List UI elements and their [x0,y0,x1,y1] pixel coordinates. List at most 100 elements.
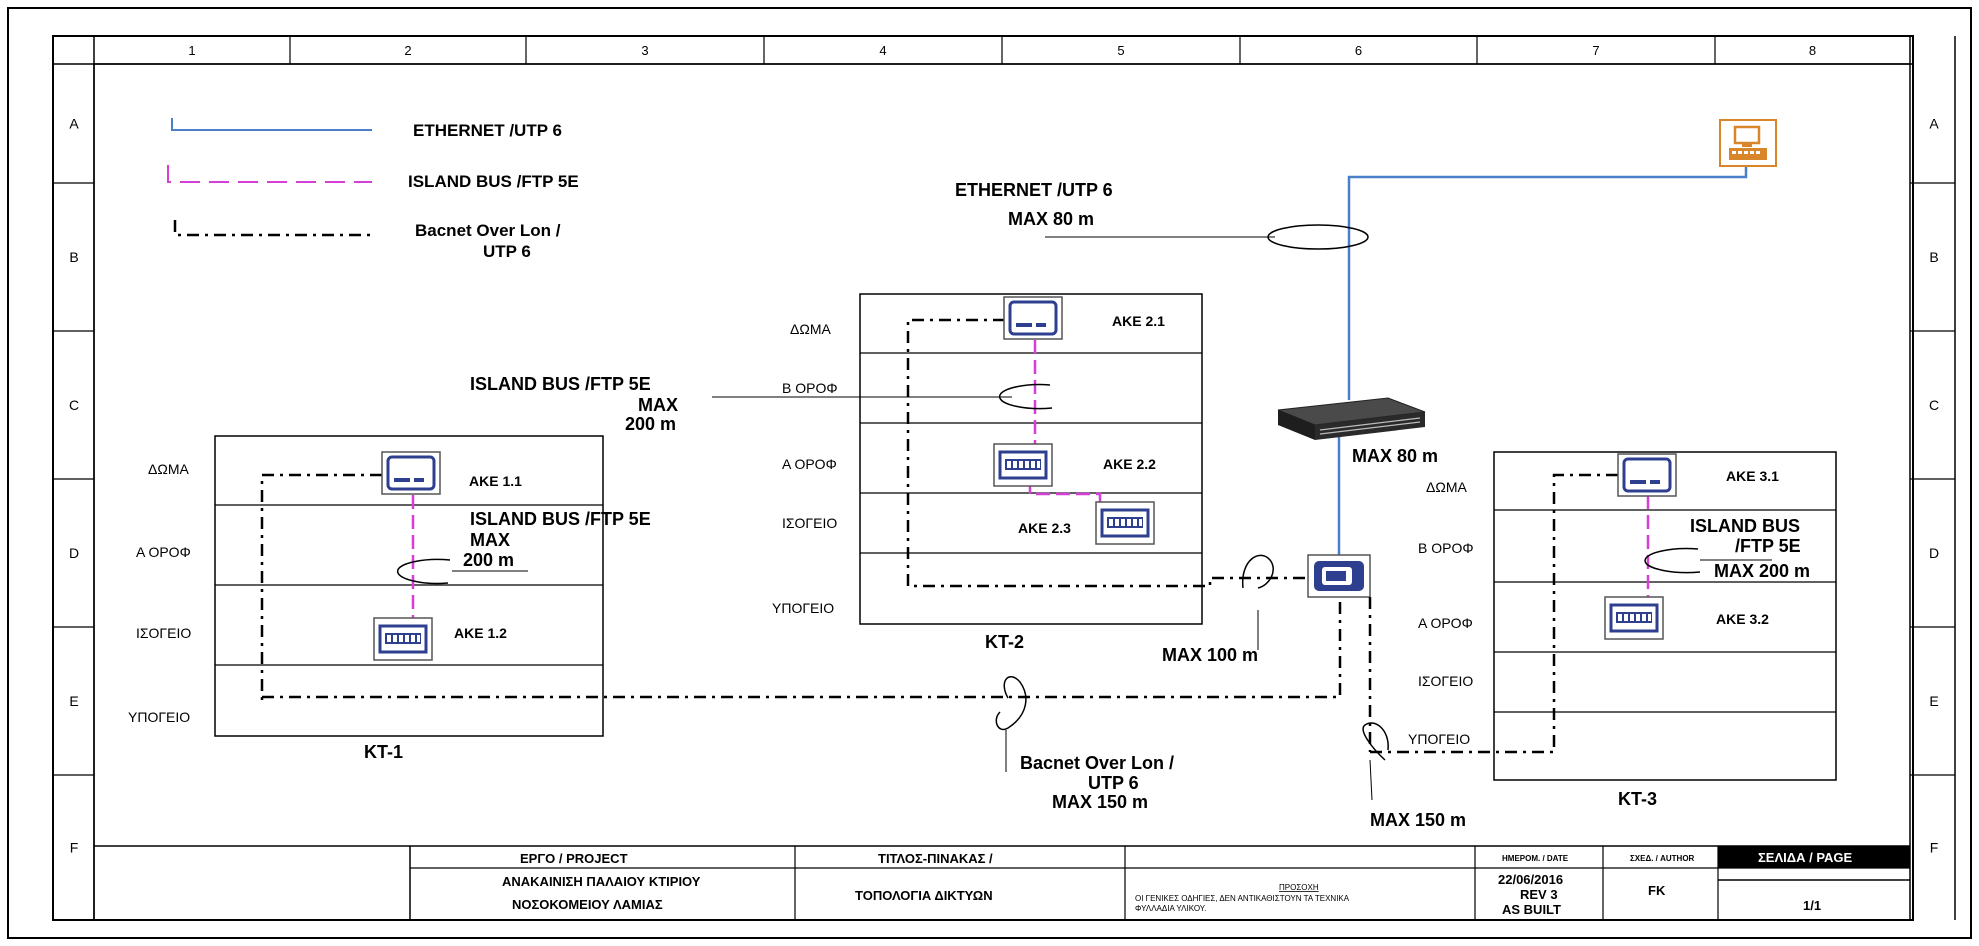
kt3-island-bus-marker [1644,547,1701,574]
kt2-island-label-2: MAX [638,395,678,415]
io-module-icon [992,442,1054,488]
title-note-line-1: ΟΙ ΓΕΝΙΚΕΣ ΟΔΗΓΙΕΣ, ΔΕΝ ΑΝΤΙΚΑΘΙΣΤΟΥΝ ΤΑ… [1135,894,1350,903]
kt1-building-name: KT-1 [364,742,403,762]
kt2-island-label-3: 200 m [625,414,676,434]
title-drawing-header: ΤΙΤΛΟΣ-ΠΙΝΑΚΑΣ / [878,851,993,866]
max150-right-leader [1369,759,1373,801]
title-block: ΕΡΓΟ / PROJECT ΑΝΑΚΑΙΝΙΣΗ ΠΑΛΑΙΟΥ ΚΤΙΡΙΟ… [94,845,1910,920]
ethernet-top-label: ETHERNET /UTP 6 [955,180,1113,200]
kt1-floor-ground: ΙΣΟΓΕΙΟ [136,625,191,641]
grid-row-label: E [69,693,78,709]
controller-icon [1616,452,1678,498]
bacnet-backbone [262,597,1372,752]
grid-row-label: E [1929,693,1938,709]
title-drawing-value: ΤΟΠΟΛΟΓΙΑ ΔΙΚΤΥΩΝ [855,888,993,903]
legend: ETHERNET /UTP 6 ISLAND BUS /FTP 5E Bacne… [167,118,579,261]
io-module-icon [1094,500,1156,546]
kt3-device-ake-3-2: AKE 3.2 [1716,611,1769,627]
grid-row-label: C [69,397,79,413]
kt2-floor-basement: ΥΠΟΓΕΙΟ [772,600,834,616]
legend-ethernet-label: ETHERNET /UTP 6 [413,121,562,140]
kt1-device-ake-1-2: AKE 1.2 [454,625,507,641]
grid-column-label: 1 [188,43,195,58]
kt3-island-label-3: MAX 200 m [1714,561,1810,581]
grid-column-label: 8 [1809,43,1816,58]
io-module-icon [1603,595,1665,641]
grid-row-label: A [69,116,79,132]
kt1-floor-roof: ΔΩΜΑ [148,461,189,477]
grid-column-label: 5 [1117,43,1124,58]
grid-column-labels: 1 2 3 4 5 6 7 8 [188,36,1816,64]
legend-island-bus-label: ISLAND BUS /FTP 5E [408,172,579,191]
grid-column-label: 6 [1355,43,1362,58]
grid-column-label: 4 [879,43,886,58]
title-page-value: 1/1 [1803,898,1821,913]
kt2-floor-first: Α ΟΡΟΦ [782,456,837,472]
kt1-island-label-2: MAX [470,530,510,550]
kt2-island-label-1: ISLAND BUS /FTP 5E [470,374,651,394]
legend-bacnet-line [173,220,372,237]
building-kt2: ΔΩΜΑ Β ΟΡΟΦ Α ΟΡΟΦ ΙΣΟΓΕΙΟ ΥΠΟΓΕΙΟ AKE 2… [470,293,1308,652]
kt3-floor-roof: ΔΩΜΑ [1426,479,1467,495]
title-date-line-3: AS BUILT [1502,902,1561,917]
bacnet-kt3-marker [1362,722,1389,761]
title-date-header: ΗΜΕΡΟΜ. / DATE [1502,854,1569,863]
kt3-building-name: KT-3 [1618,789,1657,809]
title-project-line-1: ΑΝΑΚΑΙΝΙΣΗ ΠΑΛΑΙΟΥ ΚΤΙΡΙΟΥ [502,874,701,889]
ethernet-cable-marker [1267,224,1369,250]
kt3-floor-ground: ΙΣΟΓΕΙΟ [1418,673,1473,689]
network-switch-icon [1277,397,1426,440]
grid-column-label: 2 [404,43,411,58]
switch-max-label: MAX 80 m [1352,446,1438,466]
kt2-floor-roof: ΔΩΜΑ [790,321,831,337]
title-date-line-2: REV 3 [1520,887,1558,902]
kt1-bacnet-line [260,473,382,706]
title-project-line-2: ΝΟΣΟΚΟΜΕΙΟΥ ΛΑΜΙΑΣ [512,897,663,912]
controller-icon [1307,554,1371,598]
title-author-header: ΣΧΕΔ. / AUTHOR [1630,854,1695,863]
legend-bacnet-label-1: Bacnet Over Lon / [415,221,561,240]
kt3-island-label-1: ISLAND BUS [1690,516,1800,536]
grid-row-label: D [69,545,79,561]
grid-column-label: 3 [641,43,648,58]
max150-right-label: MAX 150 m [1370,810,1466,830]
computer-workstation-icon [1719,119,1777,167]
building-kt1: ΔΩΜΑ Α ΟΡΟΦ ΙΣΟΓΕΙΟ ΥΠΟΓΕΙΟ AKE 1.1 AKE … [128,435,651,762]
grid-row-label: A [1929,116,1939,132]
bacnet-bottom-label-3: MAX 150 m [1052,792,1148,812]
grid-row-label: F [70,840,79,856]
io-module-icon [372,616,434,662]
kt2-device-ake-2-3: AKE 2.3 [1018,520,1071,536]
kt2-building-name: KT-2 [985,632,1024,652]
bacnet-kt2-marker [1242,554,1274,589]
kt2-floor-second: Β ΟΡΟΦ [782,380,838,396]
kt2-bacnet-line [906,318,1308,588]
kt3-floor-basement: ΥΠΟΓΕΙΟ [1408,731,1470,747]
max100-label: MAX 100 m [1162,645,1258,665]
grid-row-label: F [1930,840,1939,856]
kt1-floor-basement: ΥΠΟΓΕΙΟ [128,709,190,725]
title-author-value: FK [1648,883,1666,898]
kt3-island-label-2: /FTP 5E [1735,536,1801,556]
title-date-line-1: 22/06/2016 [1498,872,1563,887]
bacnet-bottom-label-2: UTP 6 [1088,773,1139,793]
kt2-device-ake-2-2: AKE 2.2 [1103,456,1156,472]
kt1-island-label-3: 200 m [463,550,514,570]
bacnet-bottom-label-1: Bacnet Over Lon / [1020,753,1174,773]
controller-icon [1002,295,1064,341]
title-note-header: ΠΡΟΣΟΧΗ [1279,883,1319,892]
kt1-device-ake-1-1: AKE 1.1 [469,473,522,489]
kt3-floor-second: Β ΟΡΟΦ [1418,540,1474,556]
drawing-frame [7,7,1972,939]
building-kt3: ΔΩΜΑ Β ΟΡΟΦ Α ΟΡΟΦ ΙΣΟΓΕΙΟ ΥΠΟΓΕΙΟ AKE 3… [1368,451,1837,809]
grid-column-label: 7 [1592,43,1599,58]
kt2-floor-ground: ΙΣΟΓΕΙΟ [782,515,837,531]
kt2-device-ake-2-1: AKE 2.1 [1112,313,1165,329]
ethernet-top-max: MAX 80 m [1008,209,1094,229]
title-page-header: ΣΕΛΙΔΑ / PAGE [1758,850,1853,865]
grid-row-label: C [1929,397,1939,413]
grid-row-label: B [69,249,78,265]
title-note-line-2: ΦΥΛΛΑΔΙΑ ΥΛΙΚΟΥ. [1135,904,1206,913]
